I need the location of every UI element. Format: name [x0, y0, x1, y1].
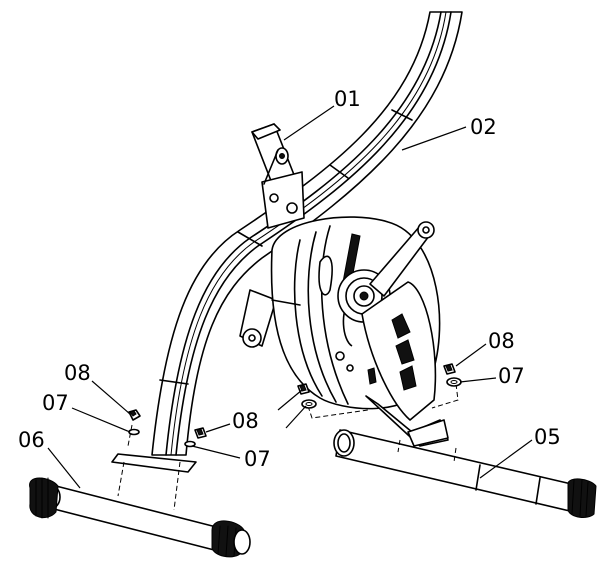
callout-08-right: 08 [488, 329, 515, 353]
fasteners [128, 363, 462, 448]
callout-05: 05 [534, 425, 561, 449]
washer-left [128, 428, 140, 436]
left-foot-bracket [111, 453, 197, 473]
assembly-guide-lines [117, 383, 459, 511]
callout-07-right: 07 [498, 364, 525, 388]
washer-right [446, 377, 462, 387]
rear-stabilizer-06 [29, 477, 251, 558]
callout-01: 01 [334, 87, 361, 111]
washer-mid-low [184, 440, 196, 448]
leader-lines [47, 105, 533, 489]
callout-06: 06 [18, 428, 45, 452]
side-cover [361, 281, 437, 421]
callout-08-mid-low: 08 [232, 409, 259, 433]
callout-07-mid-low: 07 [244, 447, 271, 471]
callout-02: 02 [470, 115, 497, 139]
washer-center [301, 399, 317, 409]
front-stabilizer-05 [333, 429, 597, 518]
front-bracket [365, 395, 449, 447]
crank-arms [369, 221, 435, 297]
main-frame-tube [151, 11, 463, 456]
callout-08-left: 08 [64, 361, 91, 385]
callout-07-left: 07 [42, 391, 69, 415]
callout-labels: 01 02 05 06 07 08 08 07 08 08 07 [18, 87, 561, 471]
rear-leg [239, 289, 277, 348]
seat-post-holder [251, 123, 305, 229]
